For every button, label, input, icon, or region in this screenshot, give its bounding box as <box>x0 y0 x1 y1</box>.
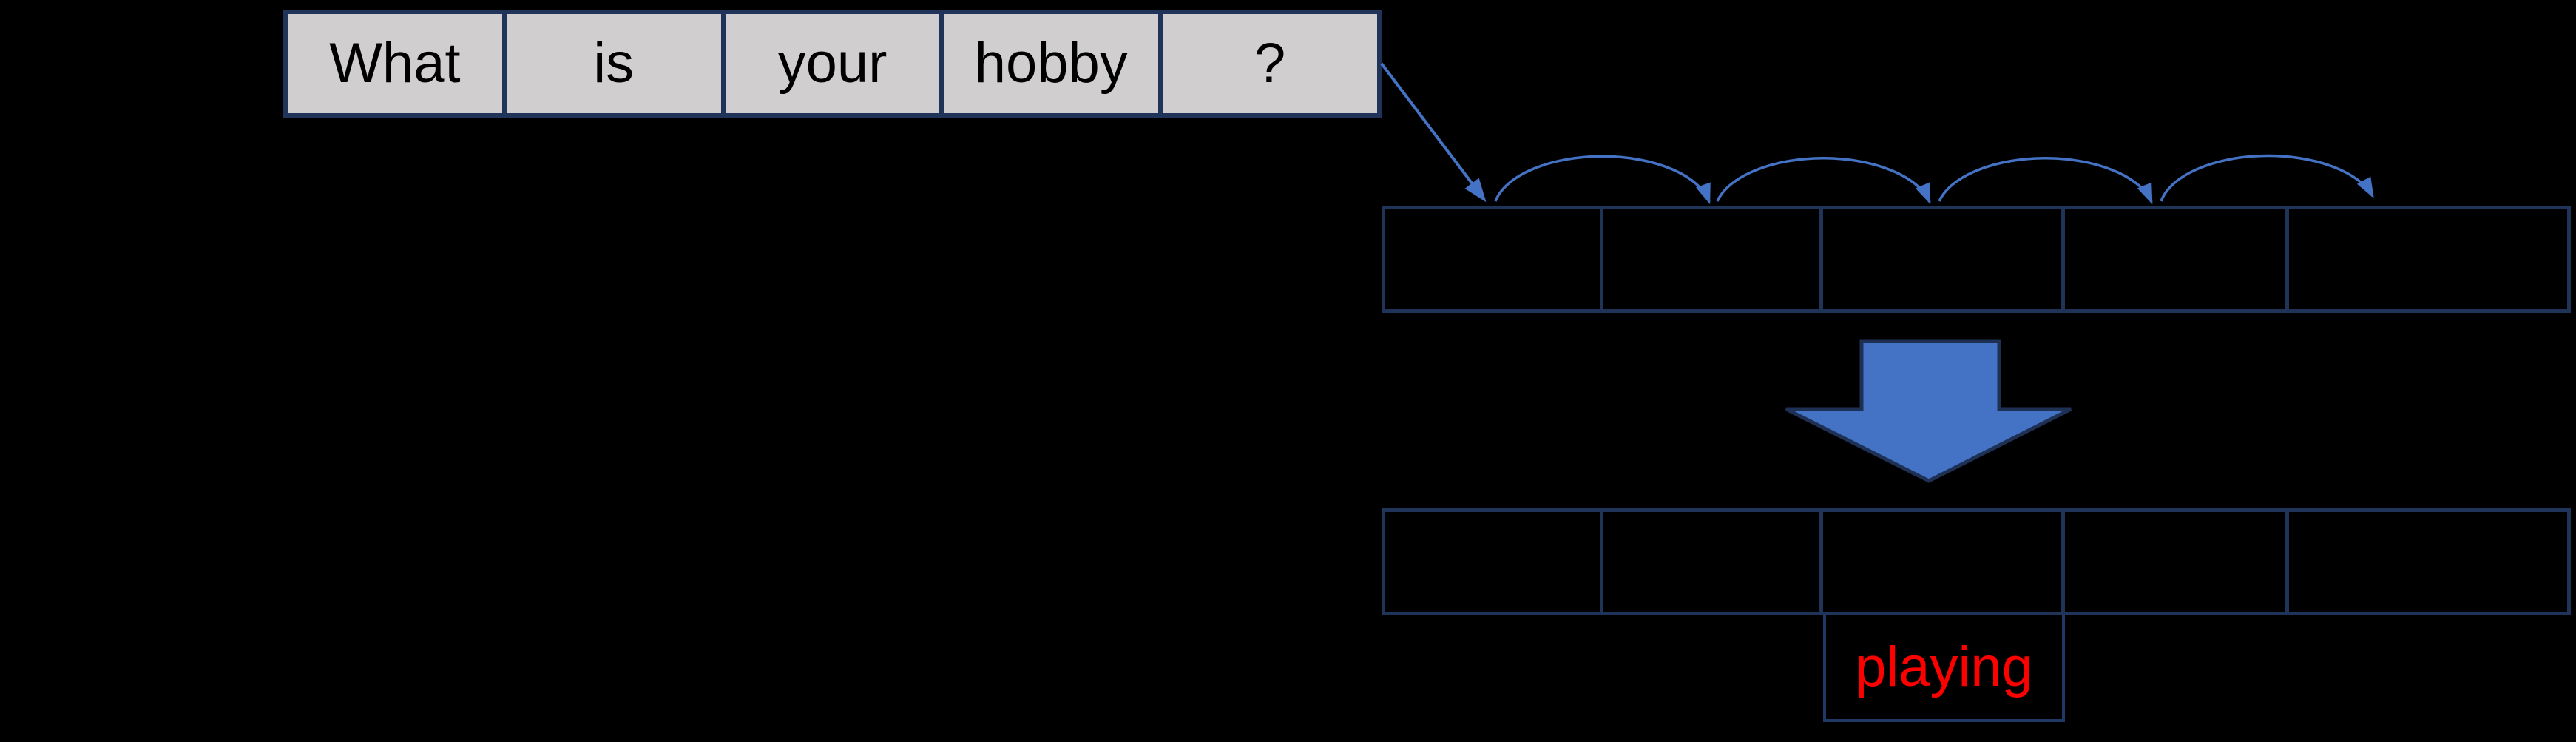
upper-empty-cell <box>2065 209 2289 309</box>
lower-empty-cell <box>2065 512 2289 612</box>
upper-empty-cell <box>1823 209 2065 309</box>
arc-hop-arrow-icon <box>1494 155 1711 205</box>
input-word-cell: What <box>288 14 507 113</box>
lower-empty-cell <box>1603 512 1823 612</box>
upper-empty-cell <box>2289 209 2567 309</box>
input-word-cell: is <box>507 14 726 113</box>
block-down-arrow-icon <box>1785 339 2072 483</box>
input-word-cell: hobby <box>944 14 1163 113</box>
input-word-cell: your <box>726 14 944 113</box>
lower-empty-cell <box>1385 512 1603 612</box>
diagonal-arrow-icon <box>1380 62 1487 203</box>
upper-empty-cell <box>1603 209 1823 309</box>
input-word-label: hobby <box>974 32 1128 95</box>
upper-empty-row <box>1382 206 2571 313</box>
input-word-label: ? <box>1254 32 1286 95</box>
input-word-label: is <box>593 32 635 95</box>
output-word-cell: playing <box>1823 615 2065 722</box>
arc-hop-arrow-icon <box>2160 154 2374 202</box>
output-word-label: playing <box>1855 635 2033 698</box>
input-sentence-table: What is your hobby ? <box>283 10 1382 118</box>
input-word-label: What <box>329 32 461 95</box>
arc-hop-arrow-icon <box>1716 157 1931 205</box>
input-word-label: your <box>777 32 888 95</box>
arc-hop-arrow-icon <box>1938 157 2153 205</box>
upper-empty-cell <box>1385 209 1603 309</box>
input-word-cell: ? <box>1163 14 1377 113</box>
lower-empty-cell <box>2289 512 2567 612</box>
lower-empty-row <box>1382 508 2571 615</box>
lower-empty-cell <box>1823 512 2065 612</box>
